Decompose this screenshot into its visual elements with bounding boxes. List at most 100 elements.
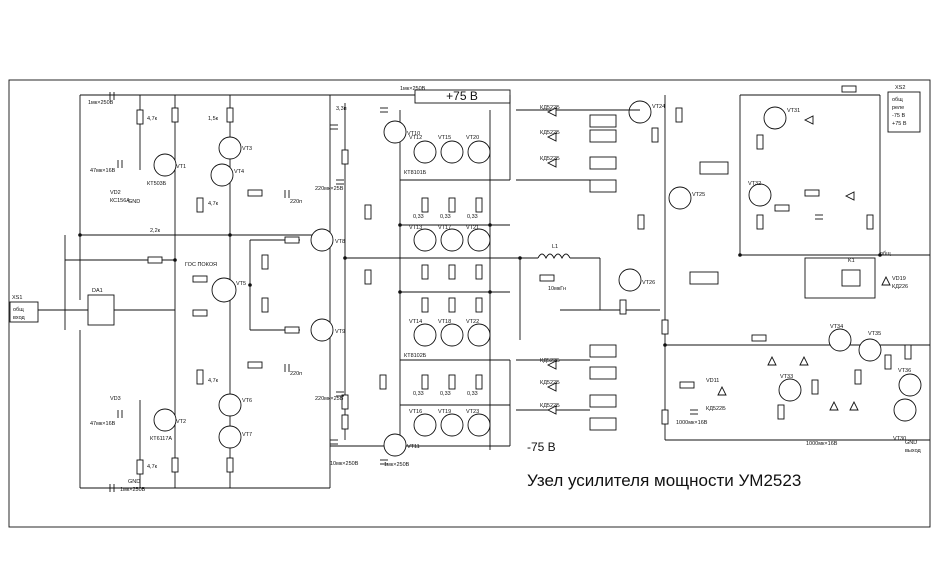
label-vd-left-bottom: VD3 — [110, 396, 121, 402]
label-value-c27: 220п — [290, 371, 302, 377]
resistor-r16 — [136, 459, 144, 475]
connector-xs1-label: XS1 — [12, 295, 22, 301]
node-bias-label: ГОС ПОКОЯ — [185, 262, 217, 268]
transistor-vt14 — [413, 323, 437, 347]
resistor-r28 — [247, 361, 263, 369]
connector-xs2-label: XS2 — [895, 85, 905, 91]
resistor-r37 — [448, 197, 456, 213]
label-vd6-type: КД522Б — [540, 358, 560, 364]
connector-xs2-pin1: общ — [892, 97, 903, 103]
label-vt18: VT18 — [438, 319, 451, 325]
capacitor-c20 — [690, 409, 698, 415]
transistor-vt1 — [153, 153, 177, 177]
resistor-r57 — [675, 107, 683, 123]
junction-dot — [878, 253, 882, 257]
transistor-vt19 — [440, 413, 464, 437]
label-inductor: L1 — [552, 244, 558, 250]
resistor-r25 — [226, 457, 234, 473]
label-value-c20: 1000мк×16В — [676, 420, 708, 426]
junction-dot — [488, 290, 492, 294]
resistor-r29 — [364, 269, 372, 285]
resistor-r61 — [661, 409, 669, 425]
connector-xs2-pin3: -75 В — [892, 113, 905, 119]
label-value-r14: 4,7к — [147, 464, 158, 470]
diode-vd14 — [799, 355, 809, 366]
label-value-c4: 47мк×16В — [90, 421, 116, 427]
sheet-frame — [8, 79, 931, 528]
resistor-r73 — [841, 85, 857, 93]
relay-coil — [841, 269, 861, 287]
relay-k1 — [804, 257, 876, 299]
label-vt20: VT20 — [466, 135, 479, 141]
resistor-r71 — [811, 379, 819, 395]
transistor-vt16 — [413, 413, 437, 437]
resistor-r44 — [475, 374, 483, 390]
resistor-r67 — [777, 404, 785, 420]
transistor-vt23 — [467, 413, 491, 437]
label-vd4-type: КД522Б — [540, 130, 560, 136]
transistor-vt35 — [858, 338, 882, 362]
label-vt13: VT13 — [409, 225, 422, 231]
label-vt2: VT2 — [176, 419, 186, 425]
resistor-r4 — [136, 109, 144, 125]
label-value-c3: 47мк×16В — [90, 168, 116, 174]
label-gnd-1: GND — [128, 199, 140, 205]
label-value-r12: 4,7к — [208, 201, 219, 207]
label-vt30: VT30 — [893, 436, 906, 442]
resistor-r65 — [756, 214, 764, 230]
resistor-r55 — [651, 127, 659, 143]
label-vt19: VT19 — [438, 409, 451, 415]
junction-dot — [343, 256, 347, 260]
resistor-r9 — [171, 107, 179, 123]
label-value-c-top-2: 1мк×250В — [400, 86, 426, 92]
junction-dot — [248, 283, 252, 287]
resistor-r12 — [196, 197, 204, 213]
label-value-r9: 4,7к — [147, 116, 158, 122]
resistor-r42 — [475, 264, 483, 280]
capacitor-c4 — [117, 410, 123, 418]
diode-vd19 — [881, 275, 891, 286]
label-vt26: VT26 — [642, 280, 655, 286]
label-vt14: VT14 — [409, 319, 422, 325]
schematic-title: Узел усилителя мощности УМ2523 — [527, 471, 801, 490]
negative-rail-label: -75 В — [527, 440, 556, 454]
resistor-r36 — [421, 374, 429, 390]
label-vt17: VT17 — [438, 225, 451, 231]
capacitor-c14 — [330, 124, 338, 130]
label-vt11: VT11 — [407, 444, 420, 450]
resistor-r70 — [341, 414, 349, 430]
label-gnd-2: GND — [128, 479, 140, 485]
label-vd11: VD11 — [706, 378, 719, 384]
junction-dot — [488, 223, 492, 227]
connector-xs1-pin2: вход — [13, 315, 26, 321]
label-vt6: VT6 — [242, 398, 252, 404]
resistor-r33 — [421, 197, 429, 213]
label-value-r33: 0,33 — [413, 214, 424, 220]
resistor-r78 — [904, 344, 912, 360]
transistor-vt26 — [618, 268, 642, 292]
transistor-vt8 — [310, 228, 334, 252]
label-vt4: VT4 — [234, 169, 244, 175]
diode-vd15 — [829, 400, 839, 411]
label-vt25: VT25 — [692, 192, 705, 198]
label-value-c11: 220мк×25В — [315, 186, 344, 192]
label-value-c26: 220п — [290, 199, 302, 205]
connector-xs2 — [887, 91, 921, 133]
transistor-vt22 — [467, 323, 491, 347]
transistor-vt7 — [218, 425, 242, 449]
resistor-r27 — [261, 297, 269, 313]
label-vd8-type: КД522Б — [540, 380, 560, 386]
capacitor-c12 — [336, 391, 344, 397]
label-vt33: VT33 — [780, 374, 793, 380]
label-vt9: VT9 — [335, 329, 345, 335]
transistor-vt25 — [668, 186, 692, 210]
label-vt21: VT21 — [466, 225, 479, 231]
label-vt15: VT15 — [438, 135, 451, 141]
resistor-r77 — [884, 354, 892, 370]
resistor-r63 — [679, 381, 695, 389]
transistor-vt17 — [440, 228, 464, 252]
opamp-da1 — [87, 294, 115, 326]
label-value-r41: 0,33 — [467, 214, 478, 220]
capacitor-c5 — [109, 484, 115, 492]
transistor-vt5 — [211, 277, 237, 303]
